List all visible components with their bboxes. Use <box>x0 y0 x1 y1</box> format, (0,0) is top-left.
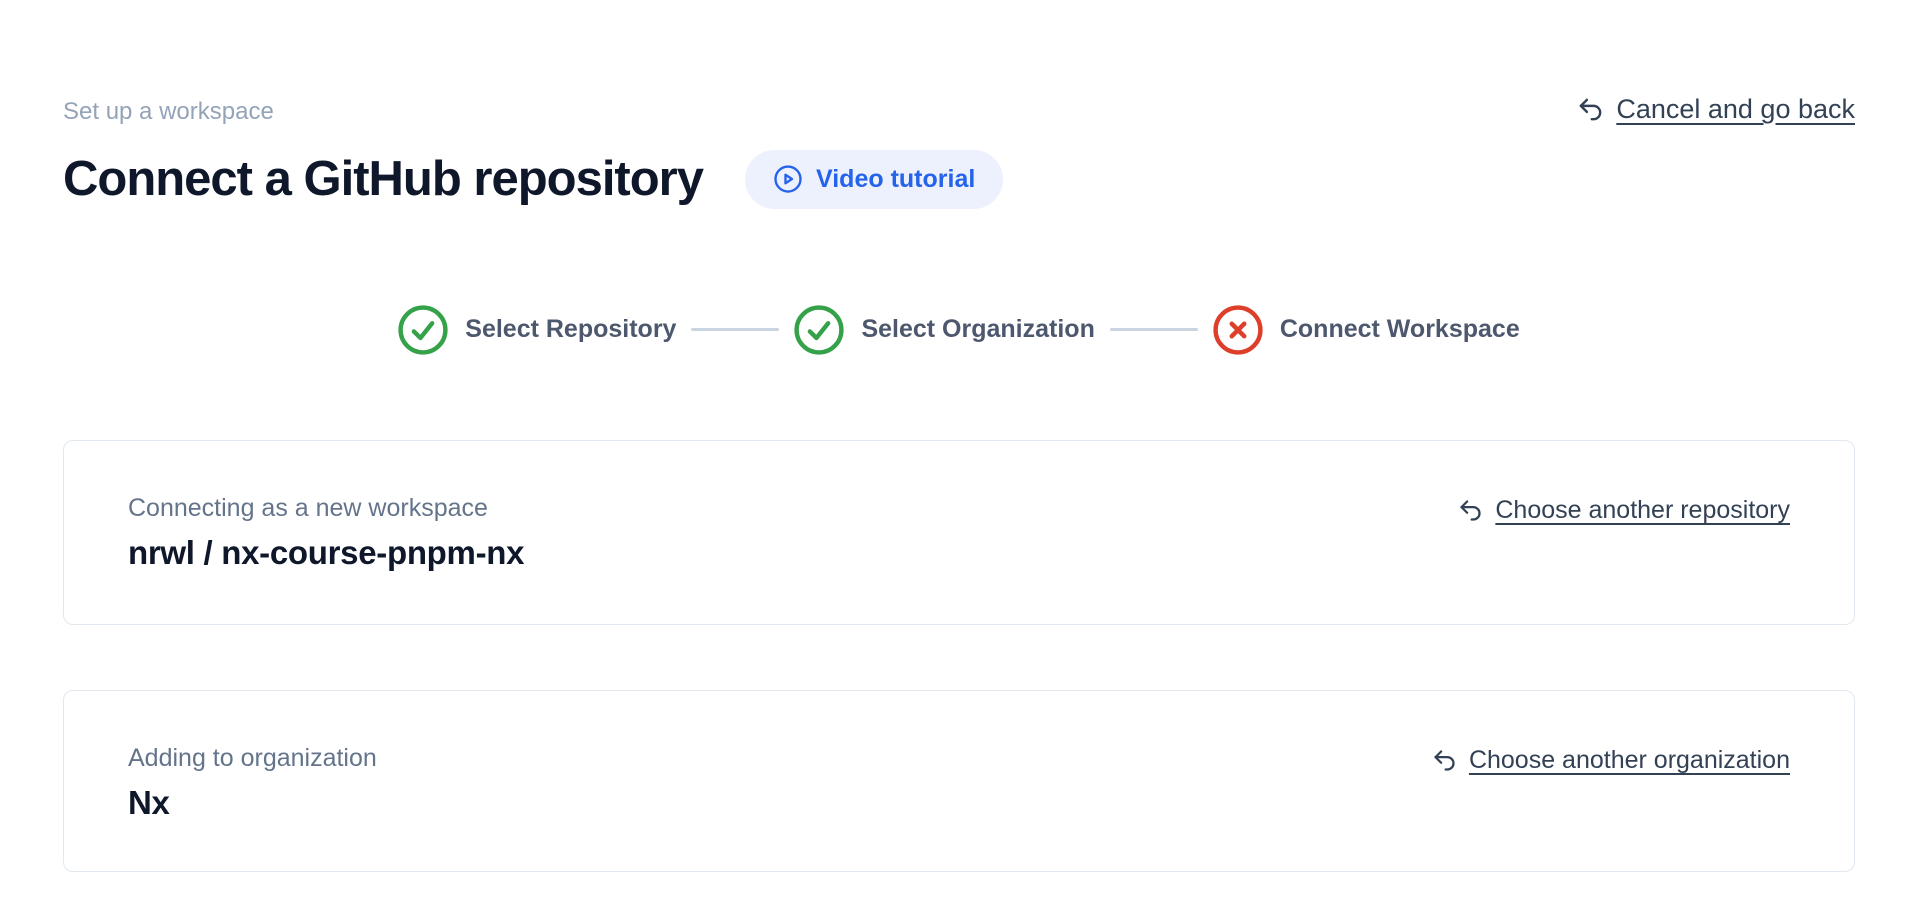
step-label: Connect Workspace <box>1279 315 1520 344</box>
check-circle-icon <box>794 305 845 355</box>
choose-another-organization-link[interactable]: Choose another organization <box>1431 746 1790 775</box>
step-label: Select Repository <box>465 315 677 344</box>
page: Set up a workspace Connect a GitHub repo… <box>0 92 1924 924</box>
video-tutorial-button[interactable]: Video tutorial <box>745 149 1004 209</box>
play-circle-icon <box>773 164 803 194</box>
stepper-step-select-organization: Select Organization <box>794 305 1095 355</box>
undo-icon <box>1431 747 1458 774</box>
stepper-step-connect-workspace: Connect Workspace <box>1213 305 1520 355</box>
organization-card: Adding to organization Nx Choose another… <box>63 689 1855 872</box>
repository-card-label: Connecting as a new workspace <box>128 493 488 522</box>
organization-name: Nx <box>128 783 170 821</box>
choose-another-repository-label: Choose another repository <box>1495 495 1790 524</box>
check-circle-icon <box>398 305 448 355</box>
cancel-and-go-back-label: Cancel and go back <box>1616 94 1855 124</box>
undo-icon <box>1576 95 1605 124</box>
repository-name: nrwl / nx-course-pnpm-nx <box>128 534 524 572</box>
x-circle-icon <box>1213 305 1263 355</box>
undo-icon <box>1457 497 1484 524</box>
title-row: Connect a GitHub repository Video tutori… <box>63 149 1004 209</box>
video-tutorial-label: Video tutorial <box>816 164 976 193</box>
organization-card-info: Adding to organization Nx <box>128 743 377 822</box>
repository-owner: nrwl <box>128 533 195 571</box>
repository-card-info: Connecting as a new workspace nrwl / nx-… <box>128 493 524 572</box>
stepper: Select Repository Select Organization Co… <box>63 305 1855 355</box>
page-title: Connect a GitHub repository <box>63 152 704 207</box>
repository-repo: nx-course-pnpm-nx <box>221 533 525 571</box>
header: Set up a workspace Connect a GitHub repo… <box>63 92 1855 209</box>
choose-another-repository-link[interactable]: Choose another repository <box>1457 496 1790 525</box>
organization-card-label: Adding to organization <box>128 743 377 772</box>
repository-separator: / <box>194 533 222 571</box>
step-label: Select Organization <box>861 315 1095 344</box>
header-left: Set up a workspace Connect a GitHub repo… <box>63 92 1004 209</box>
choose-another-organization-label: Choose another organization <box>1468 745 1790 774</box>
stepper-connector <box>691 328 780 332</box>
stepper-step-select-repository: Select Repository <box>398 305 676 355</box>
cancel-and-go-back-link[interactable]: Cancel and go back <box>1576 94 1855 125</box>
repository-card: Connecting as a new workspace nrwl / nx-… <box>63 439 1855 625</box>
stepper-connector <box>1109 328 1198 332</box>
eyebrow-label: Set up a workspace <box>63 98 274 125</box>
